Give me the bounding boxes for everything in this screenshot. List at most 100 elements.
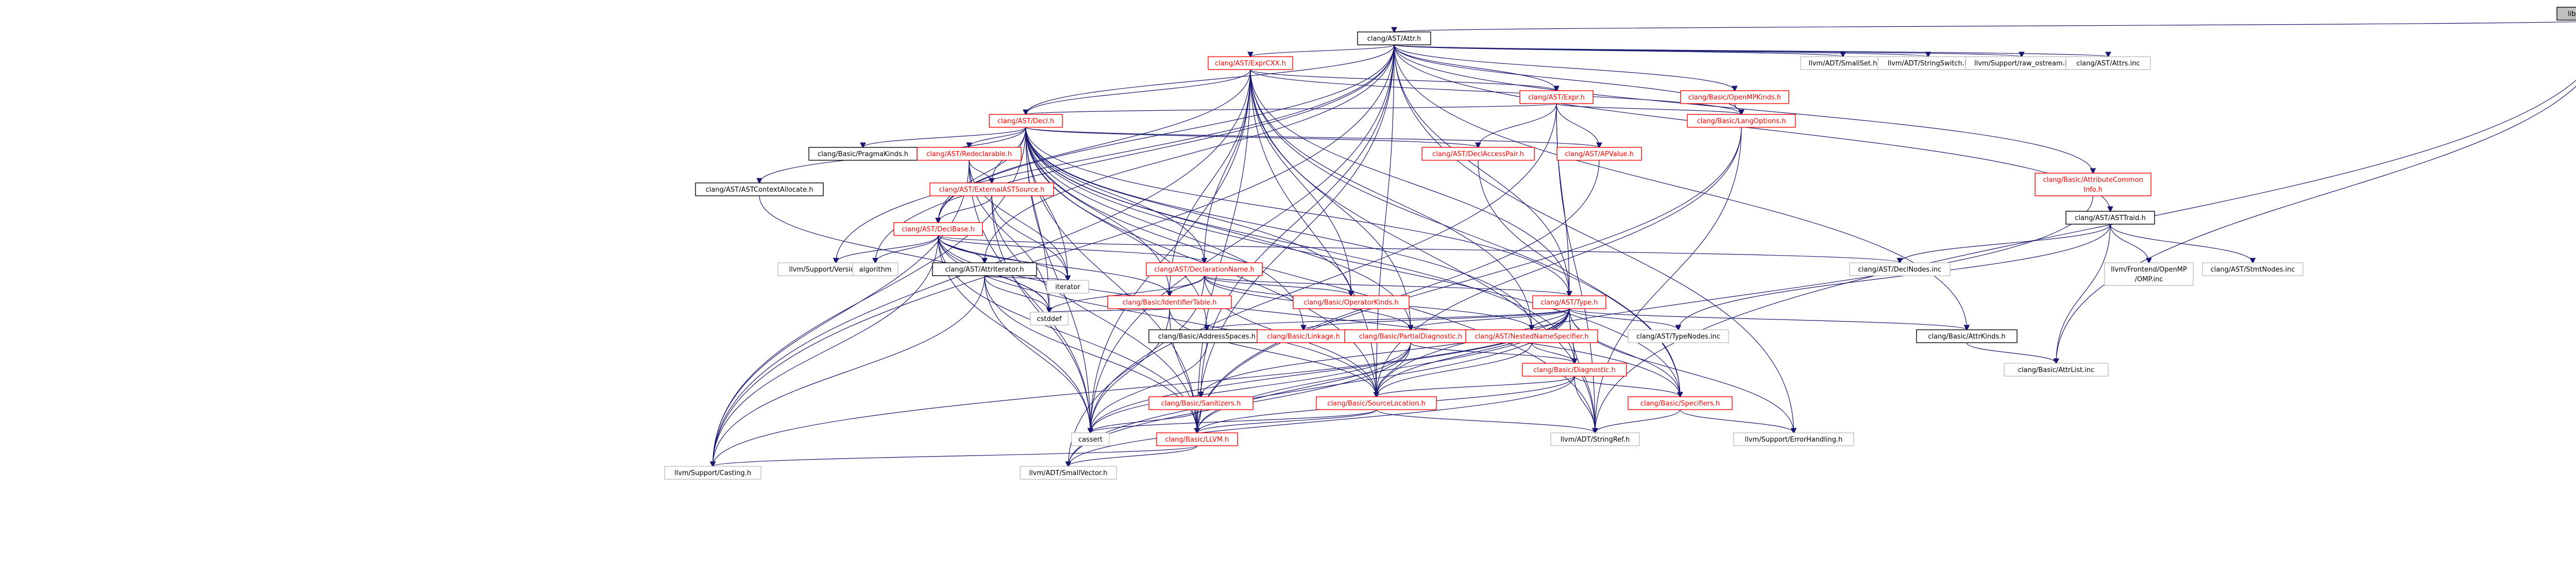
graph-node-typenodes[interactable]: clang/AST/TypeNodes.inc [1628, 329, 1729, 343]
node-box [1293, 295, 1410, 309]
graph-node-attrh[interactable]: clang/AST/Attr.h [1357, 31, 1431, 45]
graph-node-stringswitch[interactable]: llvm/ADT/StringSwitch.h [1877, 56, 1979, 70]
node-box [1680, 90, 1789, 104]
include-edge [1966, 342, 2057, 363]
graph-node-attriterator[interactable]: clang/AST/AttrIterator.h [932, 262, 1037, 276]
include-edge [1680, 409, 1794, 433]
include-edge [713, 127, 1026, 466]
include-edge [1197, 308, 1570, 433]
include-edge [1478, 160, 1680, 397]
node-label: iterator [1055, 283, 1080, 291]
node-box [2004, 363, 2109, 377]
graph-node-casting[interactable]: llvm/Support/Casting.h [664, 466, 761, 480]
graph-node-attrlist-inc[interactable]: clang/Basic/AttrList.inc [2004, 363, 2109, 377]
graph-node-apvalue[interactable]: clang/AST/APValue.h [1556, 147, 1642, 161]
node-label: llvm/ADT/SmallSet.h [1808, 60, 1877, 68]
include-edge [1574, 376, 1595, 433]
node-label: clang/AST/NestedNameSpecifier.h [1475, 333, 1588, 341]
graph-node-stringref[interactable]: llvm/ADT/StringRef.h [1550, 432, 1640, 446]
include-edge [1377, 376, 1575, 397]
graph-node-smallset[interactable]: llvm/ADT/SmallSet.h [1800, 56, 1886, 70]
include-edge [759, 195, 1049, 312]
node-layer: lib/AST/AttrDocTable.cppclang/AST/Attr.h… [664, 7, 2576, 480]
graph-node-declarationname[interactable]: clang/AST/DeclarationName.h [1146, 262, 1263, 276]
graph-node-llvmh[interactable]: clang/Basic/LLVM.h [1156, 432, 1238, 446]
include-edge [1025, 127, 1569, 296]
graph-node-sourcelocation[interactable]: clang/Basic/SourceLocation.h [1316, 396, 1437, 410]
graph-node-declbase[interactable]: clang/AST/DeclBase.h [893, 222, 983, 236]
include-edge [1207, 308, 1570, 330]
node-box [1146, 262, 1263, 276]
graph-node-raw-ostream[interactable]: llvm/Support/raw_ostream.h [1965, 56, 2078, 70]
node-box [929, 182, 1054, 196]
graph-node-algorithm[interactable]: algorithm [852, 262, 899, 276]
include-edge [863, 127, 1026, 147]
node-box [1556, 147, 1642, 161]
graph-node-sanitizers[interactable]: clang/Basic/Sanitizers.h [1148, 396, 1253, 410]
graph-node-openmp[interactable]: clang/Basic/OpenMPKinds.h [1680, 90, 1789, 104]
include-edge [1091, 342, 1208, 433]
graph-node-expr[interactable]: clang/AST/Expr.h [1519, 90, 1594, 104]
include-edge [1734, 103, 1741, 114]
graph-node-attrkinds[interactable]: clang/Basic/AttrKinds.h [1916, 329, 2018, 343]
include-edge [1556, 103, 1569, 296]
graph-node-declaccesspair[interactable]: clang/AST/DeclAccessPair.h [1421, 147, 1535, 161]
node-label: llvm/ADT/StringSwitch.h [1888, 60, 1969, 68]
graph-node-pragmakinds[interactable]: clang/Basic/PragmaKinds.h [808, 147, 918, 161]
include-edge [1595, 409, 1681, 433]
include-edge [2110, 224, 2253, 263]
node-label: cassert [1078, 436, 1103, 444]
graph-node-type[interactable]: clang/AST/Type.h [1532, 295, 1606, 309]
node-label: clang/AST/DeclAccessPair.h [1432, 150, 1524, 158]
graph-node-iterator[interactable]: iterator [1046, 280, 1089, 294]
graph-node-specifiers[interactable]: clang/Basic/Specifiers.h [1628, 396, 1733, 410]
graph-node-cstddef[interactable]: cstddef [1030, 312, 1069, 326]
include-edge [1025, 127, 1599, 147]
node-label: clang/Basic/AttrList.inc [2018, 366, 2094, 374]
graph-node-decl[interactable]: clang/AST/Decl.h [989, 114, 1063, 128]
graph-node-openmp-inc[interactable]: llvm/Frontend/OpenMP/OMP.inc [2104, 262, 2194, 286]
graph-node-identifiertable[interactable]: clang/Basic/IdentifierTable.h [1107, 295, 1232, 309]
graph-node-langopts[interactable]: clang/Basic/LangOptions.h [1687, 114, 1796, 128]
node-label: clang/AST/Attr.h [1367, 35, 1421, 43]
graph-node-astctxalloc[interactable]: clang/AST/ASTContextAllocate.h [695, 182, 824, 196]
node-box [1046, 280, 1089, 294]
graph-node-partialdiag[interactable]: clang/Basic/PartialDiagnostic.h [1344, 329, 1477, 343]
graph-node-externalast[interactable]: clang/AST/ExternalASTSource.h [929, 182, 1054, 196]
graph-node-operatorkinds[interactable]: clang/Basic/OperatorKinds.h [1293, 295, 1410, 309]
graph-node-smallvector[interactable]: llvm/ADT/SmallVector.h [1020, 466, 1117, 480]
graph-node-addressspaces[interactable]: clang/Basic/AddressSpaces.h [1148, 329, 1265, 343]
graph-node-declnodes[interactable]: clang/AST/DeclNodes.inc [1849, 262, 1951, 276]
include-edge [1025, 127, 1377, 397]
graph-node-diagnostic[interactable]: clang/Basic/Diagnostic.h [1522, 363, 1627, 377]
include-edge [1025, 127, 1680, 397]
graph-node-linkage[interactable]: clang/Basic/Linkage.h [1257, 329, 1350, 343]
node-label: clang/AST/ExternalASTSource.h [939, 186, 1044, 194]
node-box [1421, 147, 1535, 161]
include-edge [984, 275, 1091, 433]
graph-node-nestednamespec[interactable]: clang/AST/NestedNameSpecifier.h [1465, 329, 1598, 343]
node-label: clang/Basic/Diagnostic.h [1533, 366, 1615, 374]
graph-node-redeclarable[interactable]: clang/AST/Redeclarable.h [917, 147, 1022, 161]
node-label: clang/Basic/OpenMPKinds.h [1688, 94, 1781, 102]
include-edge [713, 445, 1198, 466]
include-edge [1025, 127, 1303, 330]
graph-node-attrs-inc[interactable]: clang/AST/Attrs.inc [2065, 56, 2151, 70]
include-edge [1250, 69, 1532, 330]
graph-node-stmtnodes[interactable]: clang/AST/StmtNodes.inc [2202, 262, 2303, 276]
include-edge [1250, 69, 1411, 330]
graph-node-cassert[interactable]: cassert [1071, 432, 1110, 446]
node-label: /OMP.inc [2135, 276, 2163, 283]
node-box [1965, 56, 2078, 70]
include-edge [1204, 275, 1570, 296]
node-label: clang/AST/Decl.h [997, 117, 1054, 125]
include-edge [836, 235, 939, 263]
graph-node-exprcxx[interactable]: clang/AST/ExprCXX.h [1208, 56, 1293, 70]
node-box [1877, 56, 1979, 70]
include-edge [938, 69, 1251, 223]
graph-node-errorhandling[interactable]: llvm/Support/ErrorHandling.h [1733, 432, 1854, 446]
node-label: clang/Basic/PartialDiagnostic.h [1359, 333, 1462, 341]
graph-node-attrtrait[interactable]: clang/AST/ASTTraid.h [2065, 211, 2155, 225]
node-label: clang/AST/Type.h [1540, 299, 1598, 307]
